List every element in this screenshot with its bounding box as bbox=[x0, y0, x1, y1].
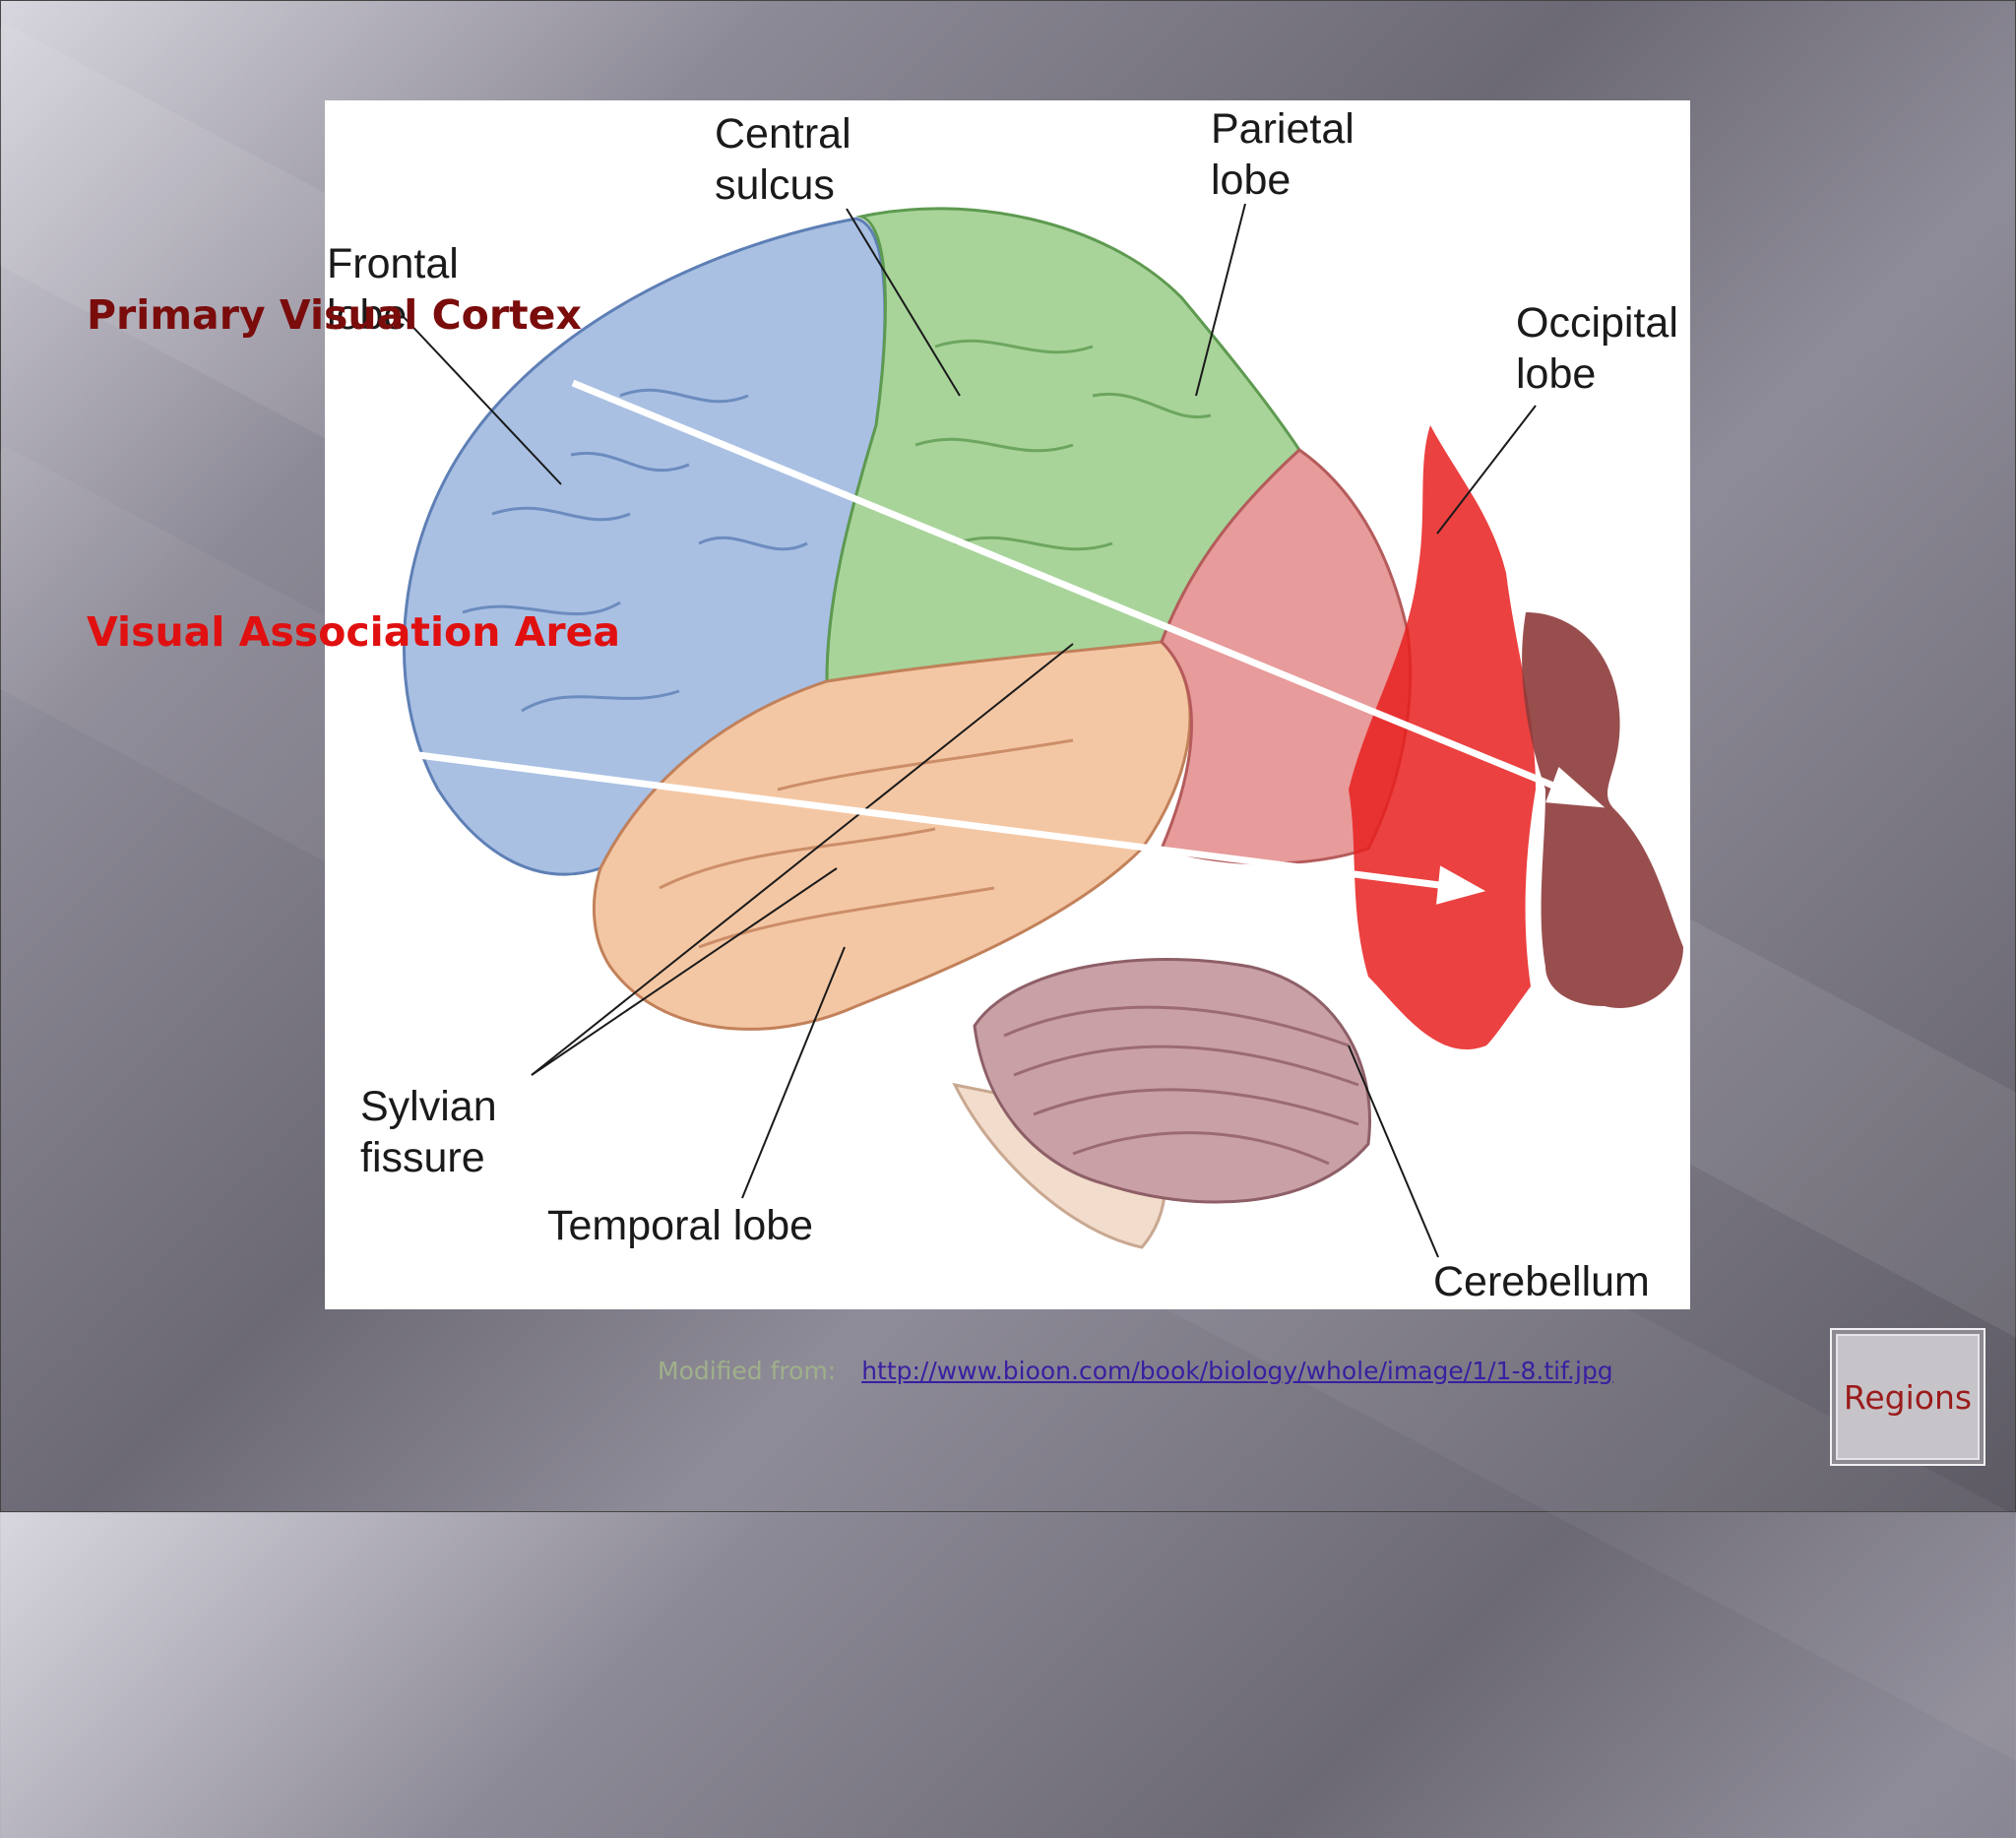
regions-button[interactable]: Regions bbox=[1830, 1328, 1985, 1466]
leader-temporal-lobe bbox=[741, 946, 846, 1199]
leader-cerebellum bbox=[1348, 1045, 1439, 1258]
label-sylvian-fissure: Sylvian fissure bbox=[360, 1083, 497, 1181]
leader-sylvian-lower bbox=[531, 867, 838, 1076]
label-parietal-lobe: Parietal lobe bbox=[1211, 105, 1354, 204]
primary-visual-cortex-label: Primary Visual Cortex bbox=[87, 291, 582, 339]
association-highlight bbox=[1522, 612, 1683, 1008]
leader-occipital-lobe bbox=[1436, 405, 1537, 535]
label-frontal-lobe: Frontal lobe bbox=[327, 240, 459, 339]
image-credit: Modified from: http://www.bioon.com/book… bbox=[658, 1357, 1613, 1385]
credit-link[interactable]: http://www.bioon.com/book/biology/whole/… bbox=[861, 1357, 1613, 1385]
label-temporal-lobe: Temporal lobe bbox=[547, 1202, 814, 1249]
arrow-association bbox=[417, 751, 1448, 890]
label-cerebellum: Cerebellum bbox=[1433, 1258, 1650, 1305]
pointer-arrows bbox=[0, 0, 2016, 1512]
label-occipital-lobe: Occipital lobe bbox=[1516, 299, 1678, 398]
leader-central-sulcus bbox=[846, 208, 961, 397]
arrow-primary-visual bbox=[571, 379, 1572, 796]
visual-association-area-label: Visual Association Area bbox=[87, 608, 621, 656]
arrow-head-association bbox=[1435, 865, 1486, 905]
cerebellum bbox=[973, 958, 1371, 1204]
leader-frontal-lobe bbox=[403, 316, 562, 485]
credit-prefix: Modified from: bbox=[658, 1357, 837, 1385]
arrow-head-primary bbox=[1545, 766, 1606, 808]
leader-sylvian-upper bbox=[531, 643, 1074, 1076]
label-central-sulcus: Central sulcus bbox=[715, 110, 851, 209]
brain-figure: Central sulcus Parietal lobe Frontal lob… bbox=[325, 100, 1690, 1309]
leader-parietal-lobe bbox=[1195, 203, 1246, 397]
